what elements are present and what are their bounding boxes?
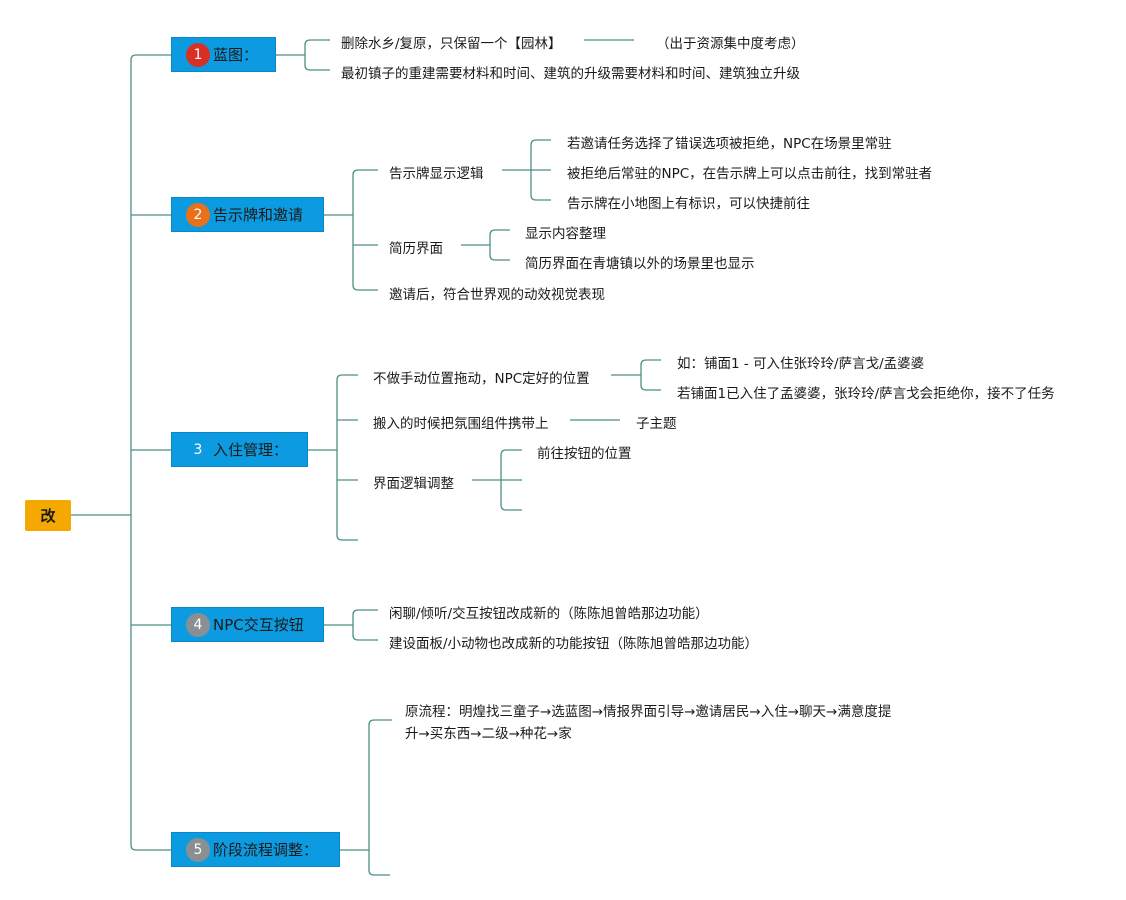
connector-bracket [352, 169, 378, 215]
connector-bracket [130, 54, 171, 515]
branch-notice-invite[interactable]: 2 告示牌和邀请 [171, 197, 324, 232]
branch-stage-flow[interactable]: 5 阶段流程调整： [171, 832, 340, 867]
leaf-text[interactable]: 前往按钮的位置 [537, 446, 632, 462]
leaf-note[interactable]: （出于资源集中度考虑） [656, 36, 805, 52]
branch-blueprint[interactable]: 1 蓝图： [171, 37, 276, 72]
leaf-text[interactable]: 界面逻辑调整 [373, 476, 454, 492]
connector-bracket [640, 375, 661, 391]
connector-bracket [336, 374, 358, 450]
branch-npc-buttons[interactable]: 4 NPC交互按钮 [171, 607, 324, 642]
leaf-text[interactable]: 搬入的时候把氛围组件携带上 [373, 416, 549, 432]
root-label: 改 [40, 507, 56, 525]
connector-bracket [489, 229, 510, 245]
leaf-text[interactable]: 若邀请任务选择了错误选项被拒绝，NPC在场景里常驻 [567, 136, 892, 152]
leaf-text[interactable]: 告示牌在小地图上有标识，可以快捷前往 [567, 196, 810, 212]
leaf-note[interactable]: 子主题 [636, 416, 677, 432]
connector-bracket [368, 850, 390, 876]
badge-4: 4 [186, 612, 210, 637]
badge-3: 3 [186, 437, 210, 462]
leaf-text[interactable]: 最初镇子的重建需要材料和时间、建筑的升级需要材料和时间、建筑独立升级 [341, 66, 800, 82]
leaf-text[interactable]: 告示牌显示逻辑 [389, 166, 484, 182]
branch-label: 蓝图： [213, 46, 259, 64]
root-node[interactable]: 改 [25, 500, 71, 531]
leaf-text[interactable]: 简历界面 [389, 241, 443, 257]
connector-bracket [352, 609, 378, 625]
connector-bracket [489, 245, 510, 261]
branch-move-in[interactable]: 3 入住管理： [171, 432, 308, 467]
connector-bracket [500, 480, 522, 511]
leaf-text[interactable]: 删除水乡/复原，只保留一个【园林】 [341, 36, 562, 52]
connector-bracket [336, 450, 358, 541]
leaf-text-multiline[interactable]: 原流程：明煌找三童子→选蓝图→情报界面引导→邀请居民→入住→聊天→满意度提升→买… [405, 704, 892, 742]
badge-1: 1 [186, 42, 210, 67]
badge-5: 5 [186, 837, 210, 862]
connector-bracket [530, 139, 551, 170]
branch-label: NPC交互按钮 [213, 616, 304, 634]
leaf-text[interactable]: 邀请后，符合世界观的动效视觉表现 [389, 287, 605, 303]
connector-bracket [130, 515, 171, 851]
leaf-text[interactable]: 不做手动位置拖动，NPC定好的位置 [373, 371, 590, 387]
leaf-text[interactable]: 建设面板/小动物也改成新的功能按钮（陈陈旭曾皓那边功能） [389, 636, 759, 652]
connector-bracket [304, 39, 330, 55]
badge-2: 2 [186, 202, 210, 227]
branch-label: 告示牌和邀请 [213, 206, 304, 224]
branch-label: 阶段流程调整： [213, 841, 319, 859]
connector-bracket [304, 55, 330, 71]
leaf-text[interactable]: 被拒绝后常驻的NPC，在告示牌上可以点击前往，找到常驻者 [567, 166, 933, 182]
connector-bracket [530, 170, 551, 201]
connector-bracket [352, 215, 378, 291]
connector-bracket [352, 625, 378, 641]
connector-bracket [368, 719, 392, 850]
connector-bracket [500, 449, 522, 480]
leaf-text[interactable]: 显示内容整理 [525, 226, 606, 242]
leaf-text[interactable]: 若铺面1已入住了孟婆婆，张玲玲/萨言戈会拒绝你，接不了任务 [677, 386, 1055, 402]
connector-bracket [640, 359, 661, 375]
leaf-text[interactable]: 闲聊/倾听/交互按钮改成新的（陈陈旭曾皓那边功能） [389, 606, 709, 622]
leaf-text[interactable]: 如：铺面1 - 可入住张玲玲/萨言戈/孟婆婆 [677, 356, 925, 372]
branch-label: 入住管理： [213, 441, 289, 459]
leaf-text[interactable]: 简历界面在青塘镇以外的场景里也显示 [525, 256, 755, 272]
